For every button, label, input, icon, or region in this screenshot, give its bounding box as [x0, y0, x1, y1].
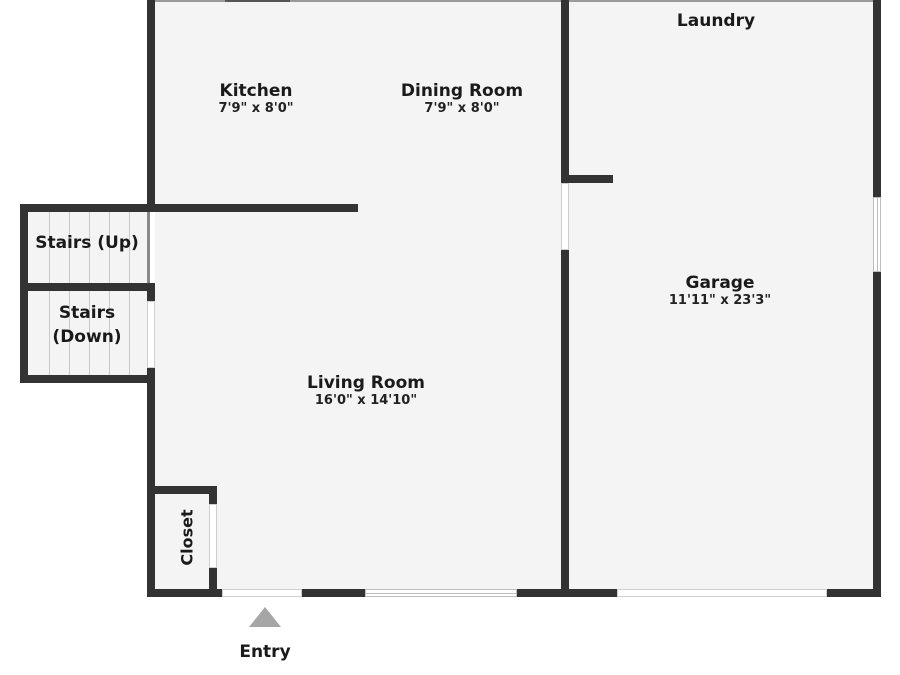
room-dimensions: 7'9" x 8'0"	[218, 101, 294, 116]
room-name: Kitchen	[219, 81, 293, 101]
closet-jamb-bottom	[209, 568, 217, 597]
room-label-closet: Closet	[177, 509, 197, 566]
room-name: Dining Room	[400, 81, 524, 101]
east-wall-upper	[873, 0, 881, 197]
garage-floor-area	[569, 0, 873, 589]
garage-door[interactable]	[617, 589, 827, 597]
top-edge-wall-segment	[225, 0, 290, 2]
west-wall-middle	[147, 212, 150, 283]
stairs-divider-wall	[20, 283, 155, 291]
room-label-garage: Garage 11'11" x 23'3"	[669, 273, 771, 309]
room-label-stairs-down: Stairs (Down)	[52, 301, 121, 349]
room-name: Laundry	[676, 11, 756, 31]
main-floor-area	[155, 0, 561, 589]
room-label-stairs-up: Stairs (Up)	[35, 233, 139, 253]
kitchen-partition-wall	[147, 204, 358, 212]
top-edge-line	[147, 0, 881, 2]
stairs-bottom-wall	[20, 375, 155, 383]
room-label-living-room: Living Room 16'0" x 14'10"	[307, 373, 425, 409]
stairs-top-wall	[20, 204, 155, 212]
room-label-dining-room: Dining Room 7'9" x 8'0"	[401, 81, 523, 117]
garage-side-window	[873, 197, 881, 272]
entry-label: Entry	[239, 642, 290, 662]
garage-interior-doorway[interactable]	[561, 183, 569, 250]
room-dimensions: 7'9" x 8'0"	[424, 101, 500, 116]
room-name: Garage	[685, 273, 755, 293]
center-wall-upper	[561, 0, 569, 183]
stairs-down-jamb-top	[147, 283, 155, 301]
closet-jamb-top	[209, 486, 217, 504]
east-wall-lower	[873, 272, 881, 597]
south-wall-segment	[517, 589, 617, 597]
stairs-floor-area	[28, 212, 148, 375]
room-dimensions: 16'0" x 14'10"	[314, 393, 418, 408]
room-name: Living Room	[307, 373, 425, 393]
south-wall-garage-corner	[827, 589, 881, 597]
laundry-stub-wall	[561, 175, 613, 183]
stairs-down-doorway[interactable]	[147, 301, 155, 368]
west-wall-lower	[147, 368, 155, 597]
west-wall-upper	[147, 0, 155, 212]
stairs-left-wall	[20, 204, 28, 383]
room-name: Stairs (Up)	[35, 233, 139, 253]
room-name-line1: Stairs	[58, 303, 116, 323]
entry-door[interactable]	[222, 589, 302, 597]
entry-triangle-icon	[249, 607, 281, 627]
closet-top-wall	[147, 486, 217, 494]
entry-text: Entry	[239, 642, 291, 662]
center-wall-lower	[561, 250, 569, 597]
closet-doorway[interactable]	[209, 504, 217, 568]
room-label-kitchen: Kitchen 7'9" x 8'0"	[218, 81, 293, 117]
south-wall-closet	[147, 589, 222, 597]
room-label-laundry: Laundry	[677, 11, 755, 31]
room-name-line2: (Down)	[52, 327, 122, 347]
living-room-front-window	[365, 589, 517, 597]
room-dimensions: 11'11" x 23'3"	[668, 293, 772, 308]
south-wall-segment	[302, 589, 365, 597]
